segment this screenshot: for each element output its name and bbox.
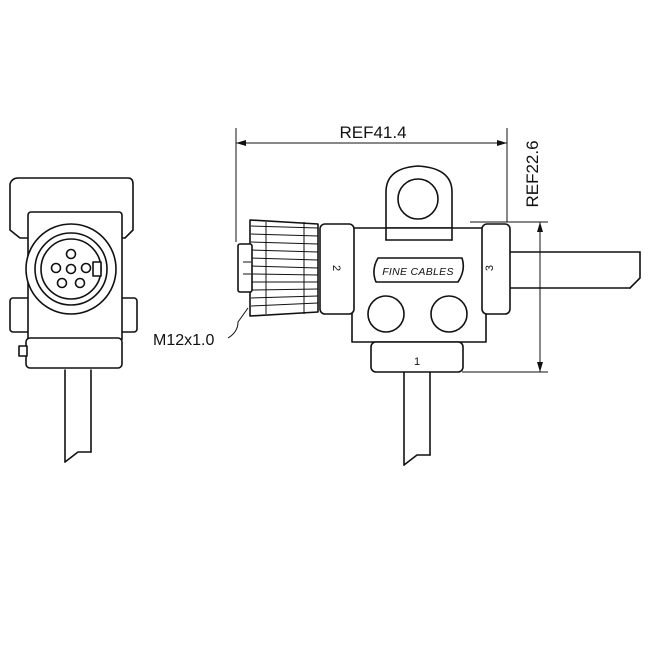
brand-logo: FINE CABLES (373, 257, 465, 283)
port-3-label: 3 (484, 265, 496, 271)
dimension-height-label: REF22.6 (523, 140, 542, 207)
dimension-length-label: REF41.4 (339, 123, 406, 142)
side-view (227, 128, 641, 466)
port-1-label: 1 (414, 356, 420, 368)
brand-logo-text: FINE CABLES (382, 266, 454, 278)
knurled-nut (237, 219, 319, 317)
end-view (9, 177, 138, 463)
thread-callout-label: M12x1.0 (153, 332, 214, 349)
port-2-label: 2 (330, 265, 342, 271)
